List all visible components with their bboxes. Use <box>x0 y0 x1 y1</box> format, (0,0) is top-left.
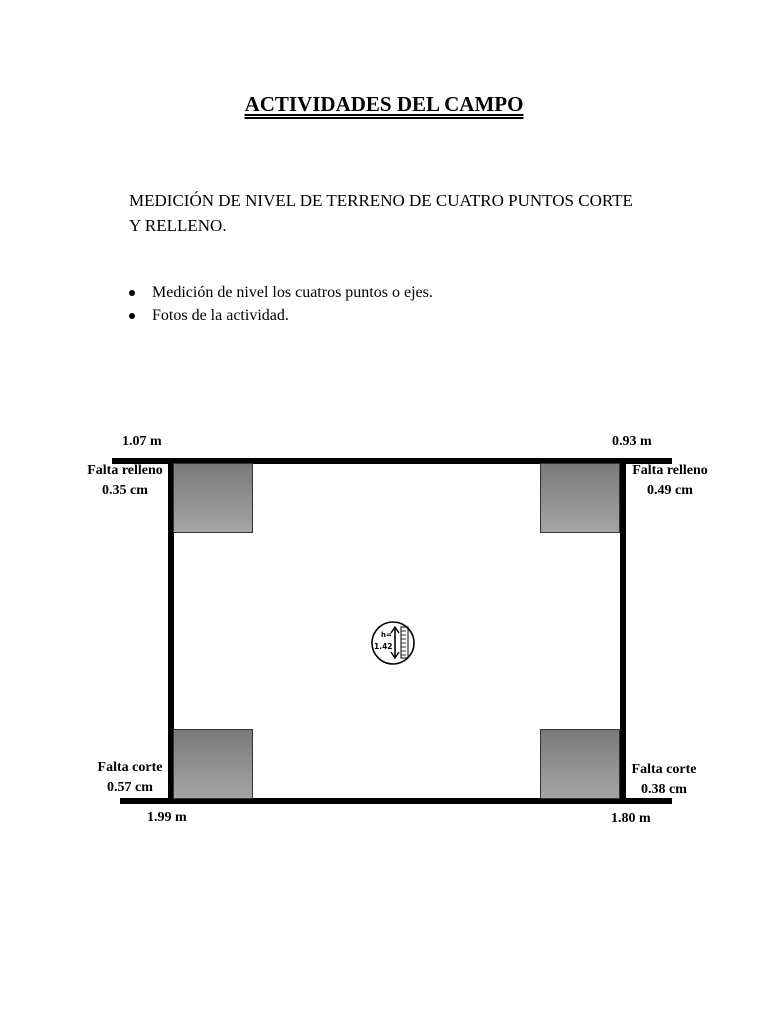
bottom-left-status-text: Falta corte <box>97 760 163 775</box>
subtitle-line-1: MEDICIÓN DE NIVEL DE TERRENO DE CUATRO P… <box>129 191 633 210</box>
list-item: Medición de nivel los cuatros puntos o e… <box>129 281 433 304</box>
gauge-value: 1.42 <box>374 642 393 651</box>
top-right-status: Falta relleno 0.49 cm <box>627 461 713 501</box>
bottom-left-status: Falta corte 0.57 cm <box>90 758 170 798</box>
bullet-icon <box>129 313 135 319</box>
top-left-level: 1.07 m <box>122 434 162 449</box>
list-item: Fotos de la actividad. <box>129 304 433 327</box>
top-right-status-text: Falta relleno <box>632 463 708 478</box>
bottom-right-status-amount: 0.38 cm <box>641 782 687 797</box>
bottom-right-status: Falta corte 0.38 cm <box>626 760 702 800</box>
bottom-right-status-text: Falta corte <box>631 762 697 777</box>
top-left-status-text: Falta relleno <box>87 463 163 478</box>
top-right-level: 0.93 m <box>612 434 652 449</box>
bottom-left-status-amount: 0.57 cm <box>107 780 153 795</box>
bottom-left-level: 1.99 m <box>147 810 187 825</box>
activity-list: Medición de nivel los cuatros puntos o e… <box>129 281 433 327</box>
level-gauge-icon: h= 1.42 <box>370 620 416 671</box>
section-subtitle: MEDICIÓN DE NIVEL DE TERRENO DE CUATRO P… <box>129 188 669 238</box>
bullet-icon <box>129 290 135 296</box>
top-right-status-amount: 0.49 cm <box>647 483 693 498</box>
subtitle-line-2: Y RELLENO. <box>129 216 227 235</box>
top-left-status: Falta relleno 0.35 cm <box>82 461 168 501</box>
gauge-prefix: h= <box>381 631 392 639</box>
list-item-text: Fotos de la actividad. <box>152 307 289 324</box>
corner-stake-top-right <box>540 463 620 533</box>
corner-stake-bottom-right <box>540 729 620 799</box>
list-item-text: Medición de nivel los cuatros puntos o e… <box>152 284 433 301</box>
corner-stake-bottom-left <box>173 729 253 799</box>
bottom-right-level: 1.80 m <box>611 811 651 826</box>
page-title: ACTIVIDADES DEL CAMPO <box>244 92 524 116</box>
top-left-status-amount: 0.35 cm <box>102 483 148 498</box>
corner-stake-top-left <box>173 463 253 533</box>
